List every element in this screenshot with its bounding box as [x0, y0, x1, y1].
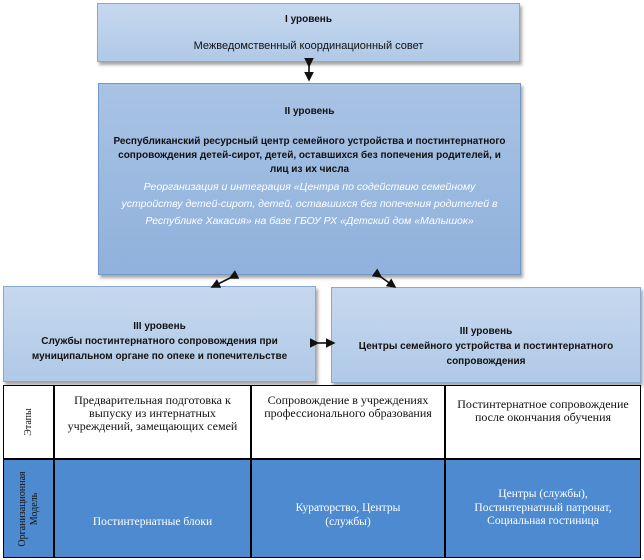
- stage-cell-3: Постинтернатное сопровождение после окон…: [445, 385, 641, 459]
- level-3-left-box: III уровень Службы постинтернатного сопр…: [3, 286, 316, 382]
- stage-text-2: Сопровождение в учреждениях профессионал…: [264, 393, 432, 420]
- model-text-2: Кураторство, Центры (службы): [295, 502, 401, 528]
- model-label-line-1: Организационная: [16, 470, 28, 547]
- level-3-left-text: Службы постинтернатного сопровождения пр…: [31, 336, 288, 362]
- model-text-3: Центры (службы), Постинтернатный патрона…: [474, 488, 612, 527]
- stages-label: Этапы: [22, 408, 34, 436]
- stage-cell-1: Предварительная подготовка к выпуску из …: [54, 385, 251, 459]
- stage-text-3: Постинтернатное сопровождение после окон…: [457, 397, 629, 424]
- model-text-1: Постинтернатные блоки: [92, 516, 213, 528]
- stages-table: Этапы Предварительная подготовка к выпус…: [3, 385, 641, 558]
- model-cell-2: Кураторство, Центры (службы): [251, 459, 445, 558]
- level-3-left-title: III уровень: [133, 321, 186, 332]
- level-2-box: II уровень Республиканский ресурсный цен…: [98, 83, 521, 275]
- level-3-right-box: III уровень Центры семейного устройства …: [331, 287, 641, 383]
- level-3-right-title: III уровень: [459, 326, 513, 337]
- arrow-level2-level3-right: [371, 268, 397, 288]
- model-cell-3: Центры (службы), Постинтернатный патрона…: [445, 459, 641, 558]
- model-cell-1: Постинтернатные блоки: [54, 459, 251, 558]
- model-label: Организационная Модель: [17, 471, 41, 546]
- level-2-title: II уровень: [284, 106, 335, 117]
- level-3-right-text: Центры семейного устройства и постинтерн…: [358, 341, 614, 367]
- model-label-cell: Организационная Модель: [3, 459, 54, 558]
- level-1-box: I уровень Межведомственный координационн…: [97, 3, 520, 62]
- level-2-text: Республиканский ресурсный центр семейног…: [113, 136, 506, 175]
- level-2-note: Реорганизация и интеграция «Центра по со…: [121, 181, 498, 227]
- stage-text-1: Предварительная подготовка к выпуску из …: [67, 393, 238, 433]
- stages-label-cell: Этапы: [3, 385, 54, 459]
- model-label-line-2: Модель: [28, 492, 40, 525]
- level-1-title: I уровень: [285, 14, 332, 25]
- stage-cell-2: Сопровождение в учреждениях профессионал…: [251, 385, 445, 459]
- level-1-text: Межведомственный координационный совет: [193, 40, 424, 52]
